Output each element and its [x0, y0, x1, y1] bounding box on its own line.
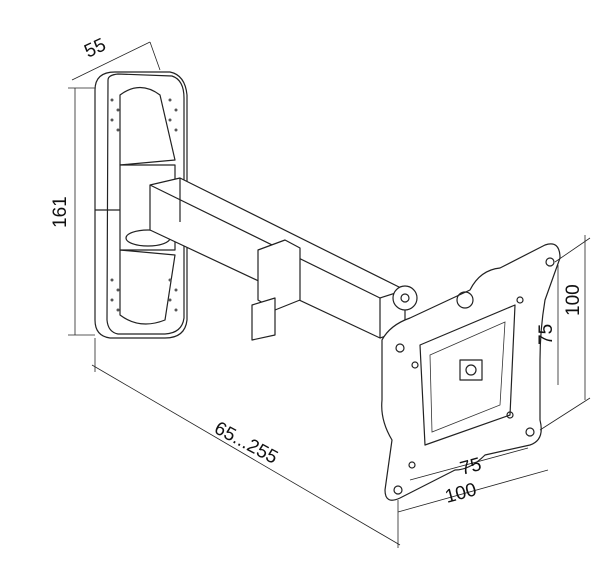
wall-plate: [94, 71, 188, 339]
dim-arm-extension: 65...255: [211, 418, 281, 469]
extension-arm: [149, 177, 418, 341]
vesa-plate: [381, 243, 561, 501]
dim-wall-plate-height: 161: [50, 196, 71, 228]
dim-vesa-horizontal-outer: 100: [443, 479, 479, 507]
dim-wall-plate-depth: 55: [81, 35, 109, 63]
dimension-lines: [68, 41, 591, 548]
dim-vesa-vertical-outer: 100: [563, 284, 584, 316]
grip-dots: [110, 98, 178, 312]
dim-vesa-vertical-inner: 75: [536, 324, 557, 345]
